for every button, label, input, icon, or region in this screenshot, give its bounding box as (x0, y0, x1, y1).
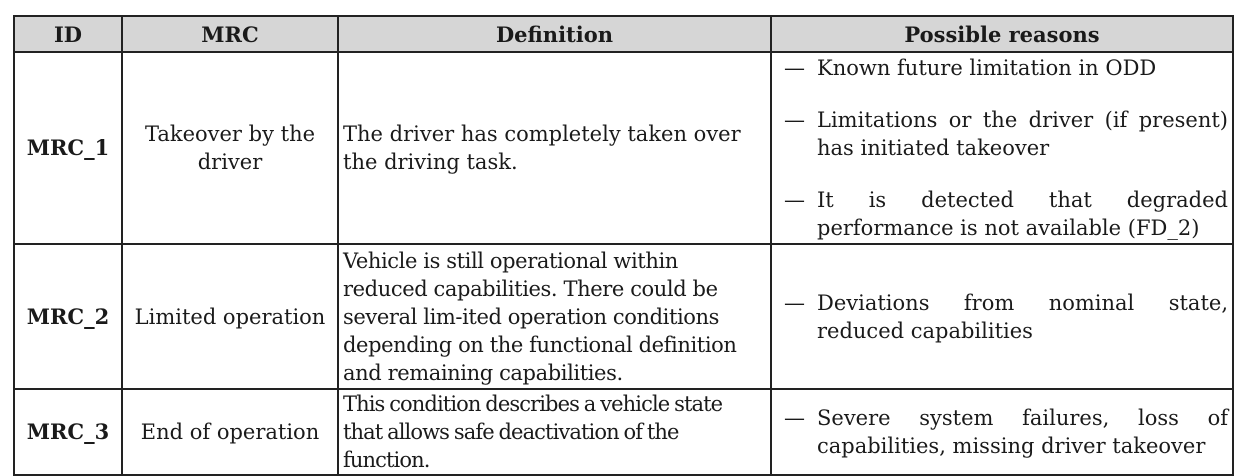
reason-item: — It is detected that degraded performan… (772, 186, 1228, 242)
dash-bullet: — (784, 188, 805, 212)
row-mrc: Limited operation (121, 243, 339, 390)
header-mrc: MRC (121, 15, 339, 53)
row-definition: Vehicle is still operational within redu… (337, 243, 772, 390)
table-row: MRC_3 End of operation This condition de… (13, 388, 1234, 476)
row-id: MRC_2 (13, 243, 123, 390)
row-mrc: Takeover by the driver (121, 51, 339, 245)
row-id: MRC_3 (13, 388, 123, 476)
dash-bullet: — (784, 290, 805, 315)
dash-bullet: — (784, 56, 805, 80)
reason-text: Severe system failures, loss of capabili… (817, 406, 1228, 458)
reason-text: Limitations or the driver (if present) h… (817, 108, 1228, 160)
row-id: MRC_1 (13, 51, 123, 245)
header-possible-reasons: Possible reasons (770, 15, 1234, 53)
header-definition: Definition (337, 15, 772, 53)
row-reasons: — Deviations from nominal state, reduced… (770, 243, 1234, 390)
reason-text: It is detected that degraded performance… (817, 188, 1228, 240)
header-row: ID MRC Definition Possible reasons (13, 15, 1234, 53)
reason-item: — Severe system failures, loss of capabi… (772, 404, 1228, 460)
row-reasons: — Known future limitation in ODD — Limit… (770, 51, 1234, 245)
reason-item: — Deviations from nominal state, reduced… (772, 289, 1228, 345)
row-definition: This condition describes a vehicle state… (337, 388, 772, 476)
reason-text: Known future limitation in ODD (817, 56, 1157, 80)
row-reasons: — Severe system failures, loss of capabi… (770, 388, 1234, 476)
row-mrc: End of operation (121, 388, 339, 476)
header-id: ID (13, 15, 123, 53)
reason-item: — Limitations or the driver (if present)… (772, 106, 1228, 162)
table-row: MRC_2 Limited operation Vehicle is still… (13, 243, 1234, 390)
mrc-table: ID MRC Definition Possible reasons MRC_1… (13, 15, 1234, 476)
dash-bullet: — (784, 406, 805, 430)
reason-item: — Known future limitation in ODD (772, 54, 1228, 82)
reason-text: Deviations from nominal state, reduced c… (817, 290, 1228, 343)
table-row: MRC_1 Takeover by the driver The driver … (13, 51, 1234, 245)
dash-bullet: — (784, 108, 805, 132)
row-definition: The driver has completely taken over the… (337, 51, 772, 245)
